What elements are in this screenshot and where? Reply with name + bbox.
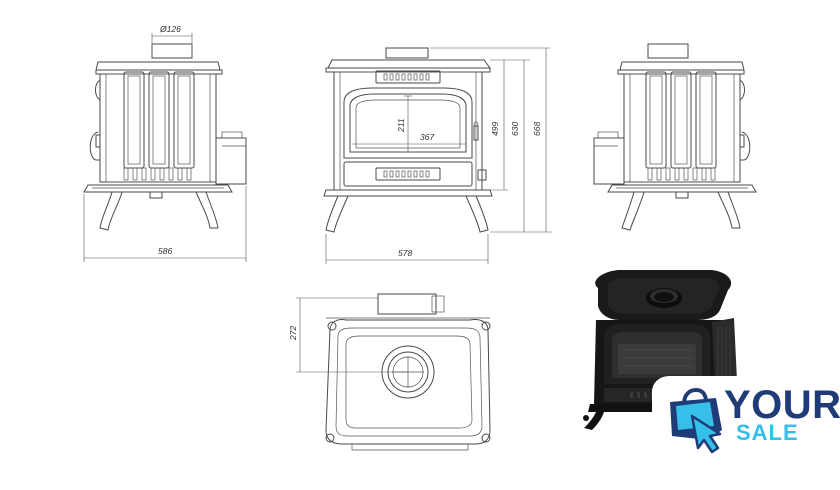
width-dim-label: 578 [398, 248, 412, 258]
watermark-line-1: YOUR [724, 383, 840, 427]
door-width-label: 367 [420, 132, 434, 142]
flue-offset-label: 272 [288, 326, 298, 341]
right-side-view [593, 43, 757, 231]
height-668-label: 668 [532, 122, 542, 136]
your-sale-watermark: YOUR SALE [652, 376, 840, 490]
flue-diameter-label: Ø126 [159, 24, 181, 34]
height-499-label: 499 [490, 122, 500, 136]
left-side-view [83, 43, 247, 231]
shopping-bag-icon [670, 387, 722, 454]
front-view [323, 47, 493, 233]
watermark-line-2: SALE [736, 420, 799, 445]
left-view-dimensions: Ø126 586 [83, 24, 247, 262]
height-630-label: 630 [510, 122, 520, 136]
depth-dim-label: 586 [158, 246, 172, 256]
top-view-dimensions: 272 [288, 297, 408, 373]
door-height-label: 211 [396, 118, 406, 133]
front-view-dimensions: 211 367 578 499 630 668 [325, 47, 552, 264]
